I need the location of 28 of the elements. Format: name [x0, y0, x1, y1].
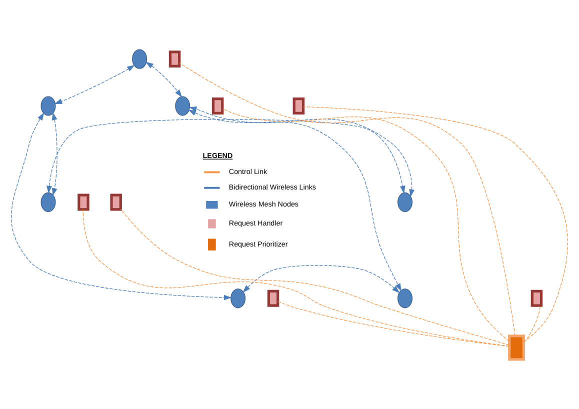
- node-circle: [398, 288, 412, 308]
- arrow: [46, 118, 406, 194]
- connector: [278, 300, 510, 347]
- node-circle: [40, 96, 56, 116]
- arrow: [188, 106, 415, 198]
- arrow: [11, 112, 232, 300]
- node-box: [530, 290, 543, 307]
- node-circle: [132, 49, 148, 69]
- node-circle: [40, 192, 56, 212]
- arrow: [242, 265, 400, 294]
- arrow: [188, 110, 402, 292]
- arrow: [146, 62, 182, 98]
- node-circle: [398, 192, 412, 212]
- connector: [524, 305, 541, 343]
- node-box: [267, 290, 280, 307]
- connector: [179, 62, 516, 336]
- connector: [303, 106, 568, 342]
- node-box: [508, 334, 525, 361]
- arrow: [52, 112, 58, 196]
- node-box: [168, 50, 181, 68]
- node-circle: [230, 288, 246, 308]
- connector: [222, 108, 510, 342]
- node-box: [110, 194, 122, 211]
- node-circle: [175, 96, 190, 116]
- node-box: [212, 98, 224, 114]
- node-box: [78, 194, 90, 211]
- arrow: [54, 65, 135, 104]
- node-box: [292, 98, 305, 114]
